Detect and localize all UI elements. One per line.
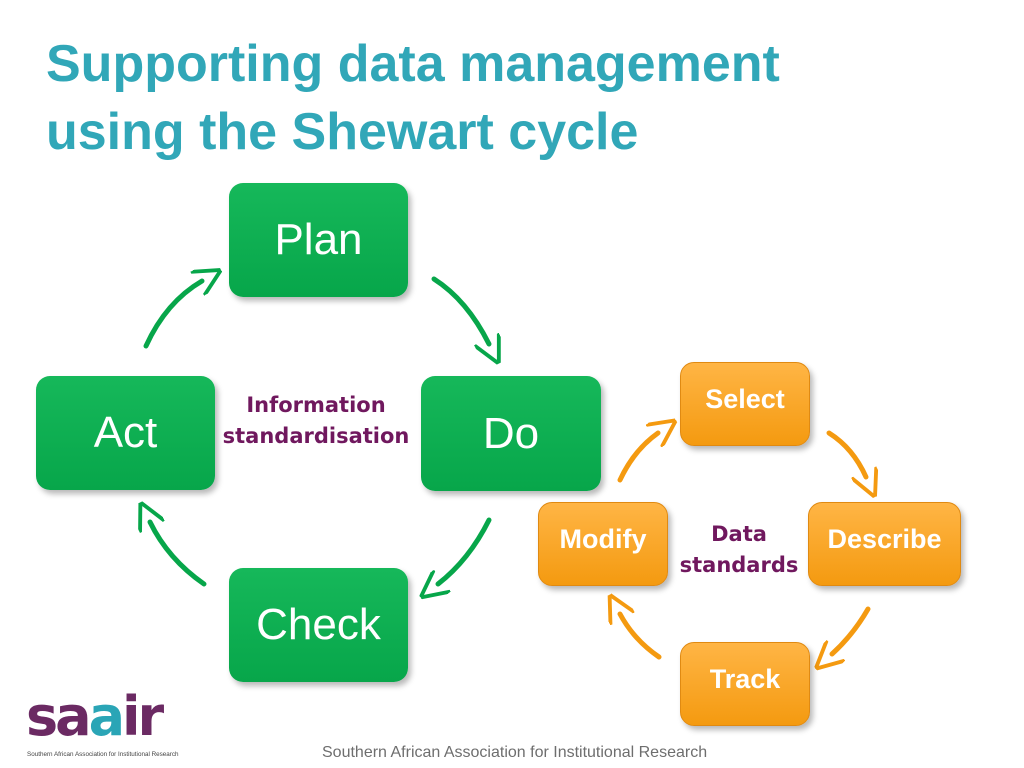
arrow-icon: [826, 430, 866, 477]
arrow-icon: [431, 276, 489, 344]
select-step-label: Select: [705, 383, 785, 414]
center-label-line-2: standardisation: [222, 424, 410, 448]
data-standards-label: Data standards: [668, 519, 810, 581]
act-step-label: Act: [93, 408, 158, 457]
describe-step: Describe: [808, 502, 961, 586]
logo-tagline: Southern African Association for Institu…: [27, 751, 179, 758]
check-step: Check: [229, 568, 408, 682]
plan-step-label: Plan: [274, 215, 363, 264]
modify-step-label: Modify: [559, 523, 647, 554]
do-step: Do: [421, 376, 601, 491]
track-step: Track: [680, 642, 810, 726]
describe-step-label: Describe: [827, 523, 942, 554]
arrow-icon: [150, 522, 207, 587]
track-step-label: Track: [709, 663, 781, 694]
arrow-icon: [620, 614, 662, 660]
slide-title-line-1: Supporting data management: [46, 35, 780, 93]
center-label-line-1: Data: [711, 522, 767, 546]
slide-title-line-2: using the Shewart cycle: [46, 103, 639, 161]
center-label-line-1: Information: [246, 393, 386, 417]
arrow-icon: [617, 433, 658, 483]
logo-wordmark: saair: [26, 685, 164, 748]
arrow-icon: [143, 281, 202, 349]
do-step-label: Do: [482, 408, 540, 458]
modify-step: Modify: [538, 502, 668, 586]
arrow-icon: [832, 606, 871, 654]
information-standardisation-label: Information standardisation: [216, 390, 416, 452]
select-step: Select: [680, 362, 810, 446]
plan-step: Plan: [229, 183, 408, 297]
arrow-icon: [438, 517, 492, 584]
saair-logo: saair Southern African Association for I…: [26, 686, 206, 762]
check-step-label: Check: [256, 600, 381, 649]
slide-title: Supporting data management using the She…: [46, 30, 976, 166]
act-step: Act: [36, 376, 215, 490]
center-label-line-2: standards: [679, 553, 799, 577]
footer-organization: Southern African Association for Institu…: [322, 744, 708, 761]
